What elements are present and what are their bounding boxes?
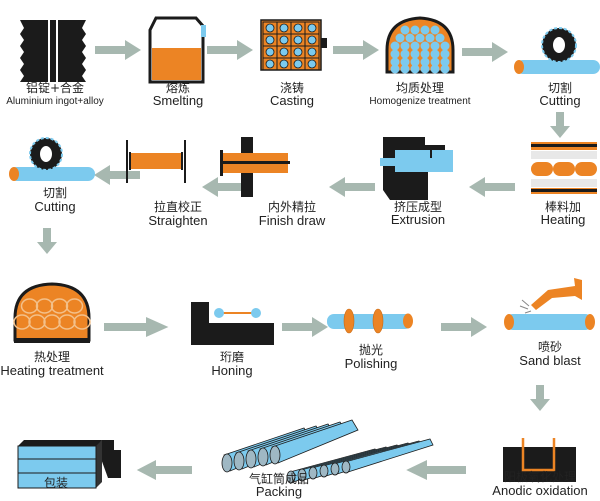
- step-label-en: Sand blast: [519, 353, 581, 368]
- step-label-en: Cutting: [539, 93, 580, 108]
- step-label-en: Heating: [541, 212, 586, 227]
- homogenize-furnace-icon: [385, 16, 455, 74]
- step-label-en: Polishing: [345, 356, 398, 371]
- flow-arrow: [104, 317, 169, 337]
- step-label-zh: 铝锭+合金: [26, 80, 84, 95]
- flow-arrow: [333, 40, 379, 60]
- furnace-icon: [148, 16, 206, 84]
- step-label-zh: 内外精拉: [268, 199, 316, 214]
- step-label-zh: 阳极氧化处理: [504, 470, 576, 484]
- step-label-zh: 切割: [43, 185, 67, 200]
- flow-arrow: [462, 42, 508, 62]
- step-label-zh: 包装: [44, 476, 68, 490]
- drawing-die-icon: [220, 137, 290, 197]
- sand-blast-nozzle-icon: [504, 278, 595, 330]
- flow-arrow: [469, 177, 515, 197]
- step-label-en: Smelting: [153, 93, 204, 108]
- step-label-en: Cutting: [34, 199, 75, 214]
- step-label-zh: 珩磨: [220, 350, 244, 364]
- saw-blade-icon: [9, 137, 95, 181]
- step-label-zh: 棒料加: [545, 200, 581, 214]
- step-label-zh: 切割: [548, 80, 572, 95]
- flow-arrow: [530, 385, 550, 411]
- step-label-zh: 熔炼: [166, 80, 190, 95]
- step-label-zh: 喷砂: [538, 340, 562, 354]
- step-label-en: Heating treatment: [0, 363, 104, 378]
- step-label-en: Straighten: [148, 213, 207, 228]
- step-label-en: Casting: [270, 93, 314, 108]
- billet-heating-icon: [531, 142, 597, 194]
- flow-arrow: [441, 317, 487, 337]
- step-label-en: Aluminium ingot+alloy: [6, 96, 104, 107]
- anodizing-tank-icon: [503, 438, 576, 482]
- step-label-en: Finish draw: [259, 213, 326, 228]
- step-label-zh: 抛光: [359, 342, 383, 357]
- flow-arrow: [406, 460, 466, 480]
- flow-arrow: [329, 177, 375, 197]
- ingot-icon: [20, 20, 86, 82]
- flow-arrow: [207, 40, 253, 60]
- step-label-zh: 浇铸: [280, 80, 304, 95]
- step-label-zh: 热处理: [34, 350, 70, 364]
- flow-arrow: [550, 112, 570, 138]
- step-label-en: Homogenize treatment: [369, 96, 470, 107]
- heat-treatment-furnace-icon: [13, 282, 91, 343]
- flow-arrow: [37, 228, 57, 254]
- step-label-zh: 挤压成型: [394, 199, 442, 214]
- polishing-wheel-icon: [327, 308, 413, 334]
- step-label-en: Packing: [256, 484, 302, 499]
- finished-tubes-icon: [221, 419, 434, 484]
- step-label-en: Anodic oxidation: [492, 483, 587, 498]
- step-label-zh: 均质处理: [396, 81, 444, 95]
- extrusion-press-icon: [380, 137, 453, 200]
- step-label-package: 包装: [44, 476, 68, 490]
- step-label-zh: 拉直校正: [154, 199, 202, 214]
- straightener-icon: [126, 140, 186, 183]
- casting-mold-icon: [260, 19, 327, 71]
- honing-machine-icon: [191, 302, 274, 345]
- flow-arrow: [95, 40, 141, 60]
- saw-blade-icon: [514, 27, 600, 74]
- flow-arrow: [136, 460, 192, 480]
- flow-arrow: [282, 317, 328, 337]
- step-label-en: Honing: [211, 363, 252, 378]
- step-label-zh: 气缸筒成品: [249, 471, 309, 486]
- packed-boxes-icon: [17, 440, 121, 489]
- step-label-en: Extrusion: [391, 212, 445, 227]
